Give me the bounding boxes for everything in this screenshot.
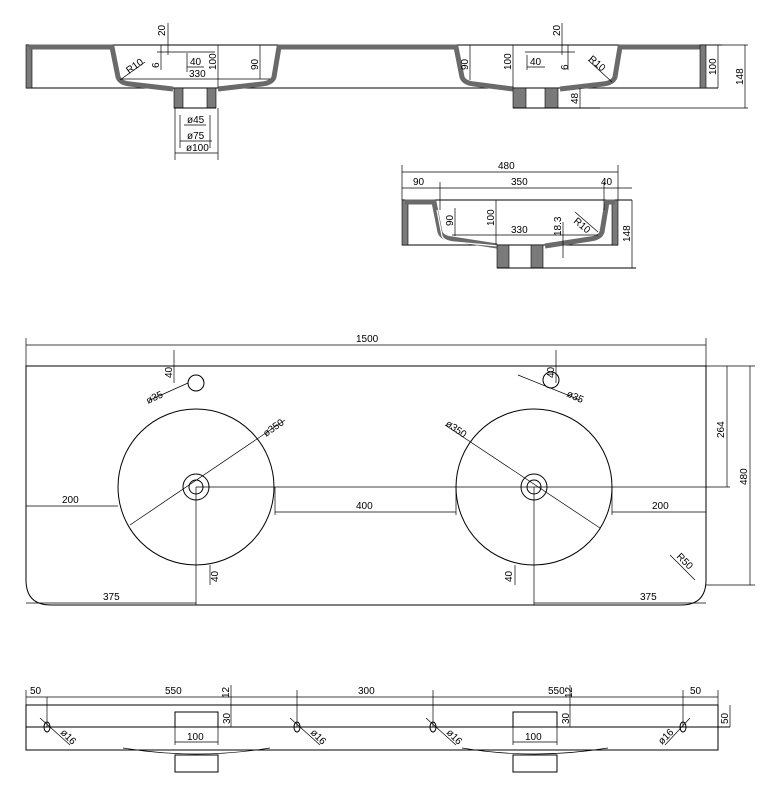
dim-100-left: 100 (187, 732, 204, 743)
dim-300: 300 (358, 686, 375, 697)
dim-148: 148 (735, 68, 746, 85)
dim-dia16: ø16 (58, 727, 78, 747)
dim-dia350-left: ø350 (261, 417, 286, 439)
dim-40-tap-right: 40 (546, 366, 557, 378)
dim-20-right: 20 (552, 24, 563, 36)
dim-1500: 1500 (356, 334, 379, 345)
dim-90: 90 (250, 58, 261, 70)
dim-375-right: 375 (640, 592, 657, 603)
dim-18-3: 18.3 (553, 216, 564, 236)
dim-dia35-left: ø35 (145, 389, 166, 406)
dim-480: 480 (498, 161, 515, 172)
dim-12-left: 12 (221, 686, 232, 698)
dim-dia350-right: ø350 (443, 418, 468, 440)
dim-50-right: 50 (690, 686, 702, 697)
dim-dia75: ø75 (187, 131, 205, 142)
dim-dia100: ø100 (186, 143, 209, 154)
dim-dia16: ø16 (656, 727, 676, 747)
dim-40-right: 40 (530, 57, 542, 68)
dim-330: 330 (189, 69, 206, 80)
dim-330: 330 (511, 225, 528, 236)
dim-90: 90 (413, 177, 425, 188)
dim-20: 20 (157, 24, 168, 36)
dim-40-front-right: 40 (504, 570, 515, 582)
dim-dia16: ø16 (444, 727, 464, 747)
dim-48: 48 (570, 92, 581, 104)
section-double-basin: 20 6 R10 40 330 100 90 ø45 ø75 ø100 90 1… (25, 23, 748, 160)
dim-r10-right: R10 (586, 54, 607, 75)
dim-100-depth: 100 (486, 209, 497, 226)
plan-view: 1500 40 ø35 ø350 40 ø35 ø350 200 400 (25, 334, 755, 606)
dim-40-front-left: 40 (210, 570, 221, 582)
dim-90-depth: 90 (445, 214, 456, 226)
dim-40: 40 (601, 177, 613, 188)
dim-400: 400 (356, 501, 373, 512)
dim-550-left: 550 (165, 686, 182, 697)
dim-200-left: 200 (62, 495, 79, 506)
mount-hole (679, 721, 687, 733)
dim-100: 100 (208, 53, 219, 70)
dim-dia45: ø45 (187, 115, 205, 126)
dim-50-height: 50 (720, 712, 731, 724)
dim-40-tap-left: 40 (164, 366, 175, 378)
dim-40: 40 (190, 57, 202, 68)
dim-6: 6 (151, 62, 162, 68)
dim-375-left: 375 (103, 592, 120, 603)
dim-100-end: 100 (708, 58, 719, 75)
dim-r10: R10 (124, 57, 146, 77)
dim-550-right: 550 (548, 686, 565, 697)
dim-100-right: 100 (503, 53, 514, 70)
dim-350: 350 (511, 177, 528, 188)
dim-30-right: 30 (561, 712, 572, 724)
dim-200-right: 200 (652, 501, 669, 512)
front-view: 50 550 12 300 550 12 50 30 30 50 100 100… (25, 685, 731, 773)
section-single-basin: 480 90 350 40 90 100 330 18.3 R10 148 (401, 161, 636, 269)
dim-264: 264 (716, 421, 727, 438)
dim-dia35-right: ø35 (565, 389, 586, 406)
dim-480: 480 (739, 468, 750, 485)
dim-r10: R10 (571, 216, 592, 237)
dim-6-right: 6 (560, 64, 571, 70)
dim-90-right: 90 (460, 58, 471, 70)
dim-50-left: 50 (30, 686, 42, 697)
tap-hole-left (187, 374, 205, 392)
dim-dia16: ø16 (308, 727, 328, 747)
dim-148: 148 (622, 225, 633, 242)
dim-100-right: 100 (525, 732, 542, 743)
dim-r50: R50 (674, 551, 695, 572)
dim-12-right: 12 (564, 686, 575, 698)
dim-30-left: 30 (222, 712, 233, 724)
